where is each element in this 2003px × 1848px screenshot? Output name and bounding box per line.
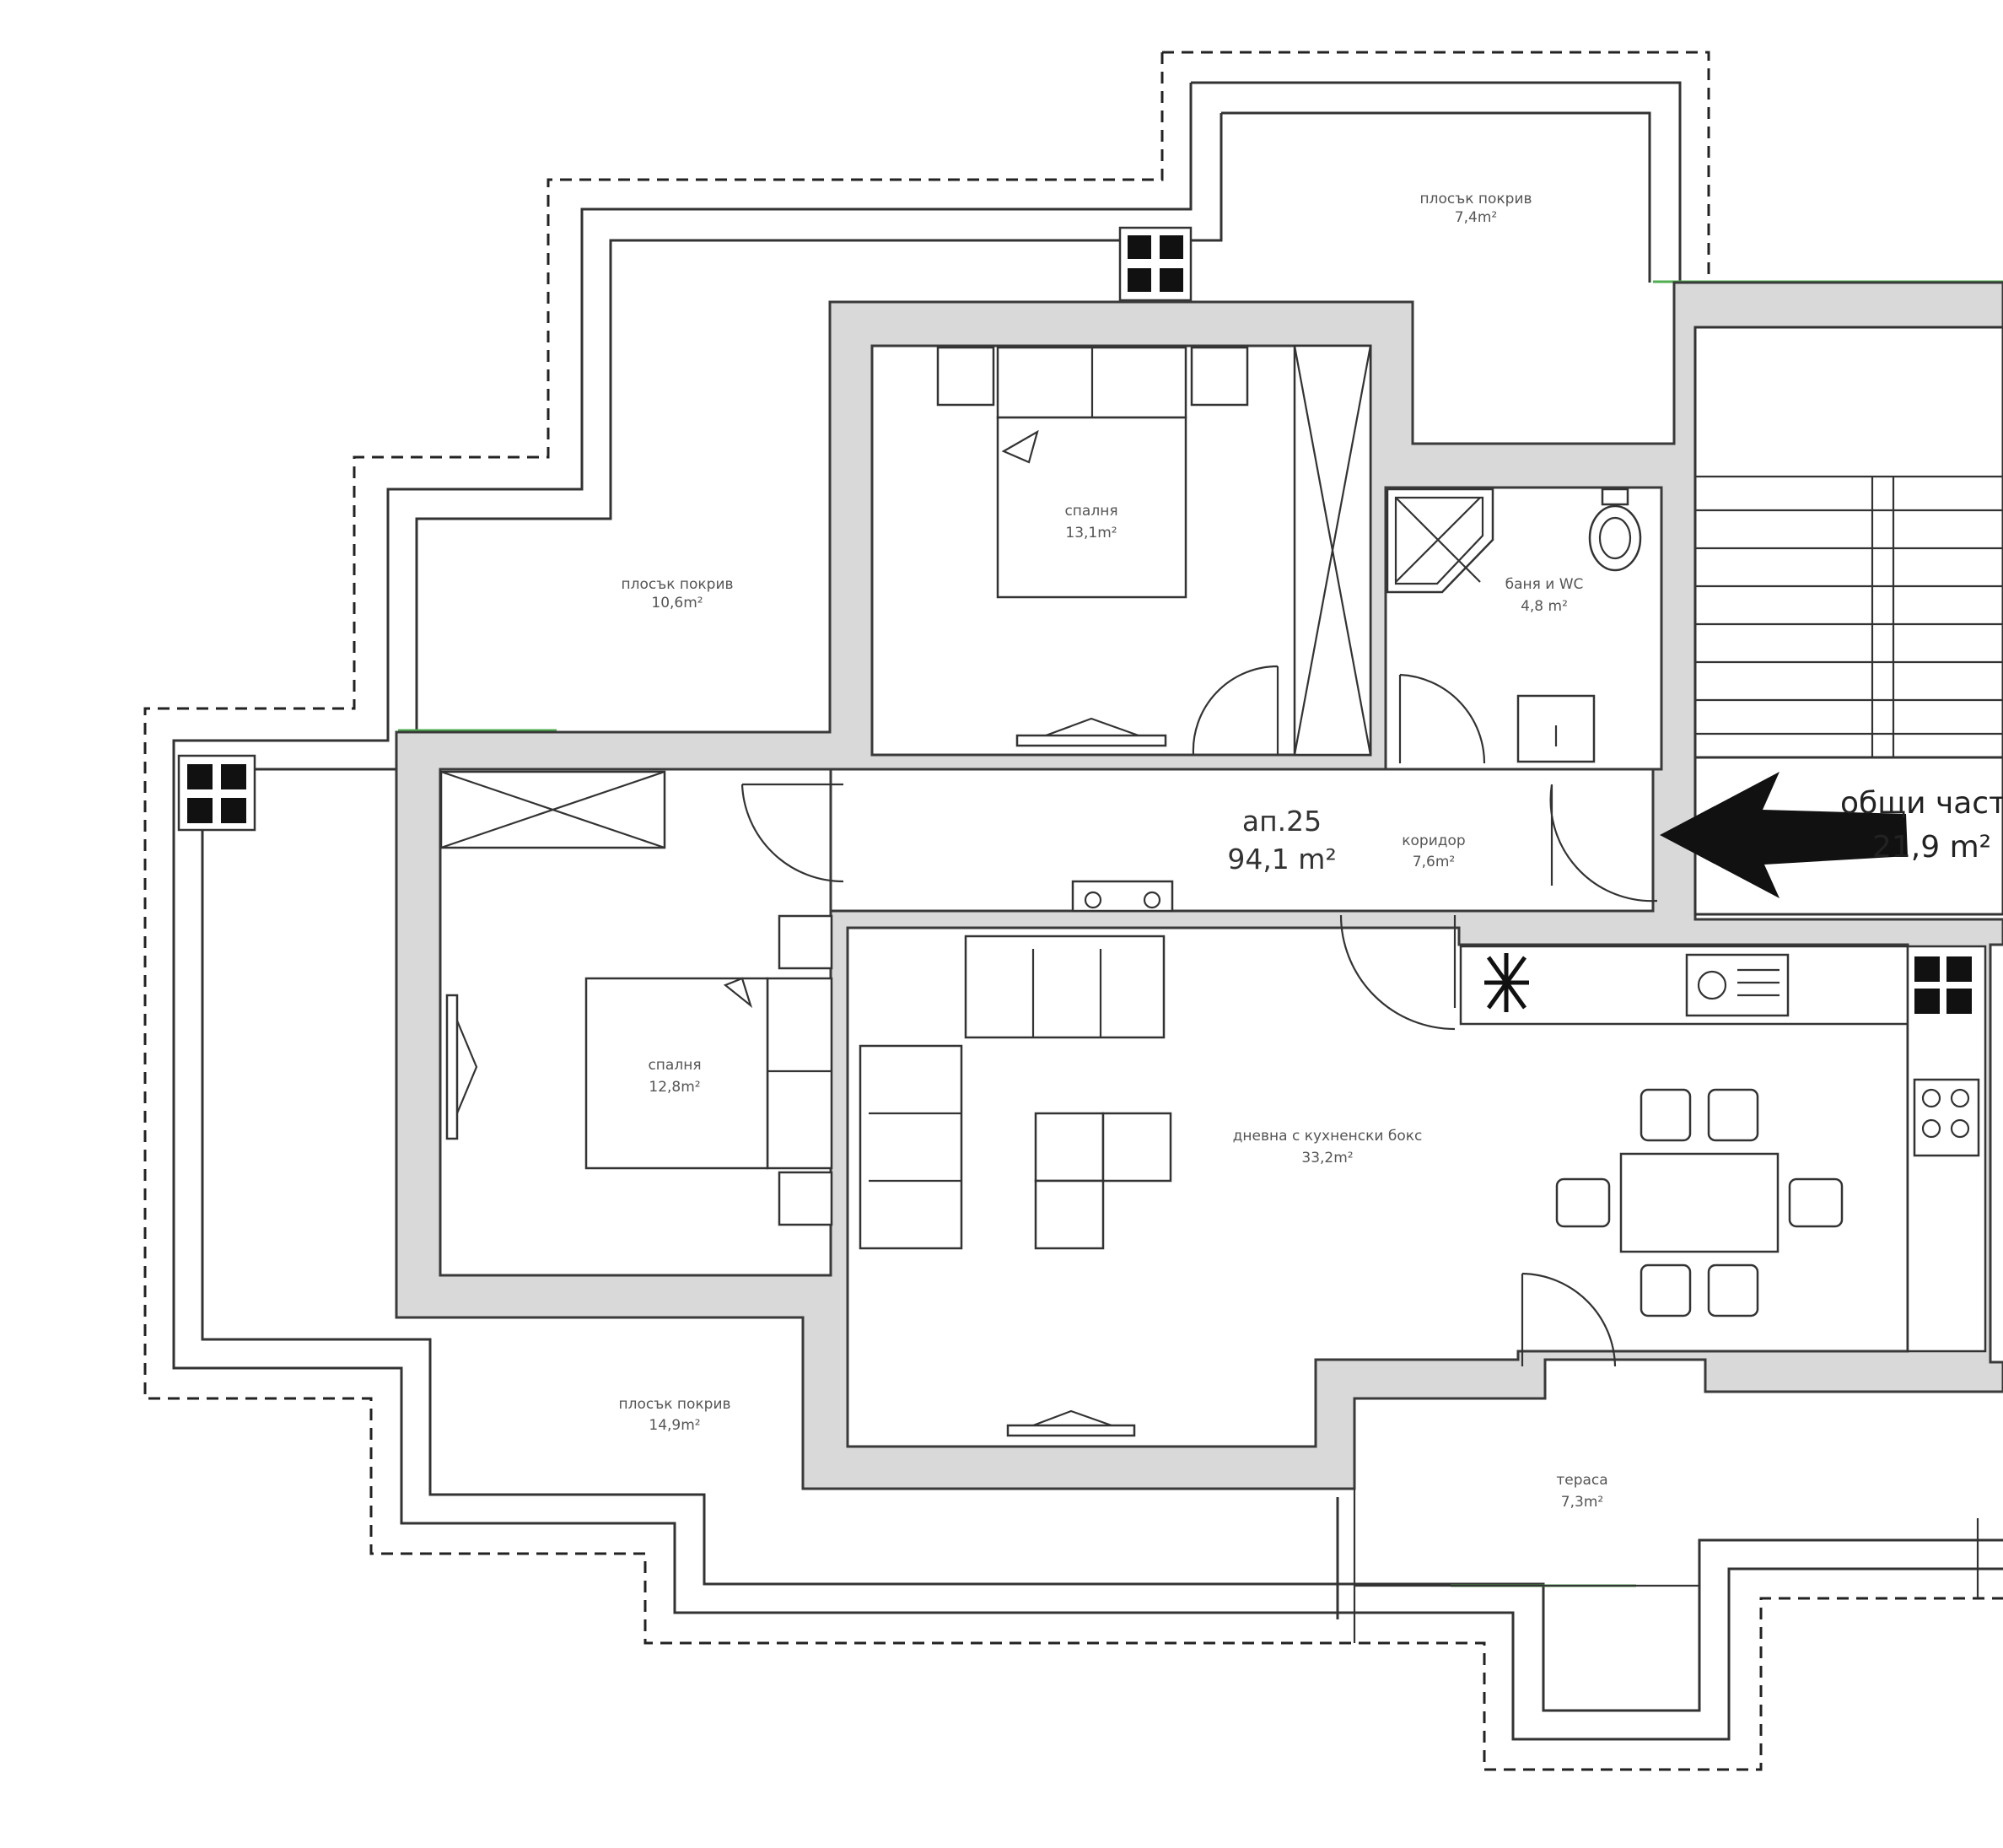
common-parts-area: 21,9 m² <box>1872 830 1991 865</box>
bedroom-left-furniture <box>439 770 833 1226</box>
kitchen-counter <box>1459 945 1987 1353</box>
bath-name: баня и WC <box>1505 576 1584 593</box>
roof-top-name: плосък покрив <box>1419 191 1532 207</box>
bedroom-top-area: 13,1m² <box>1065 525 1117 541</box>
roof-left-area: 10,6m² <box>651 595 703 612</box>
dining-set <box>1555 1088 1844 1317</box>
apartment-number: ап.25 <box>1242 805 1322 838</box>
room-labels: плосък покрив 7,4m² плосък покрив 10,6m²… <box>618 191 2003 1511</box>
chimney-top <box>1118 226 1193 302</box>
roof-parapet <box>143 51 2003 1771</box>
bath-area: 4,8 m² <box>1521 598 1568 615</box>
bedroom-top-furniture <box>936 344 1372 757</box>
living-room-furniture <box>859 880 1174 1437</box>
terrace-area: 7,3m² <box>1561 1494 1603 1511</box>
doors <box>740 665 1658 1367</box>
corridor-area: 7,6m² <box>1413 854 1455 870</box>
bedroom-top-name: спалня <box>1064 503 1117 520</box>
roof-bottom-name: плосък покрив <box>618 1396 730 1413</box>
roof-bottom-area: 14,9m² <box>649 1417 700 1434</box>
terrace-area <box>1336 1489 1979 1643</box>
common-parts-label: общи част <box>1840 786 2003 821</box>
roof-top-area: 7,4m² <box>1455 209 1497 226</box>
roof-left-name: плосък покрив <box>621 576 733 593</box>
entrance-arrow-icon <box>1660 772 1908 898</box>
corridor-name: коридор <box>1402 832 1465 849</box>
living-area: 33,2m² <box>1301 1150 1353 1166</box>
terrace-name: тераса <box>1556 1472 1607 1489</box>
bathroom-fixtures <box>1386 488 1642 763</box>
apartment-area: 94,1 m² <box>1227 843 1336 876</box>
bedroom-left-name: спалня <box>648 1057 701 1074</box>
living-name: дневна с кухненски бокс <box>1233 1128 1423 1145</box>
chimney-left <box>177 754 256 832</box>
bedroom-left-area: 12,8m² <box>649 1079 700 1096</box>
